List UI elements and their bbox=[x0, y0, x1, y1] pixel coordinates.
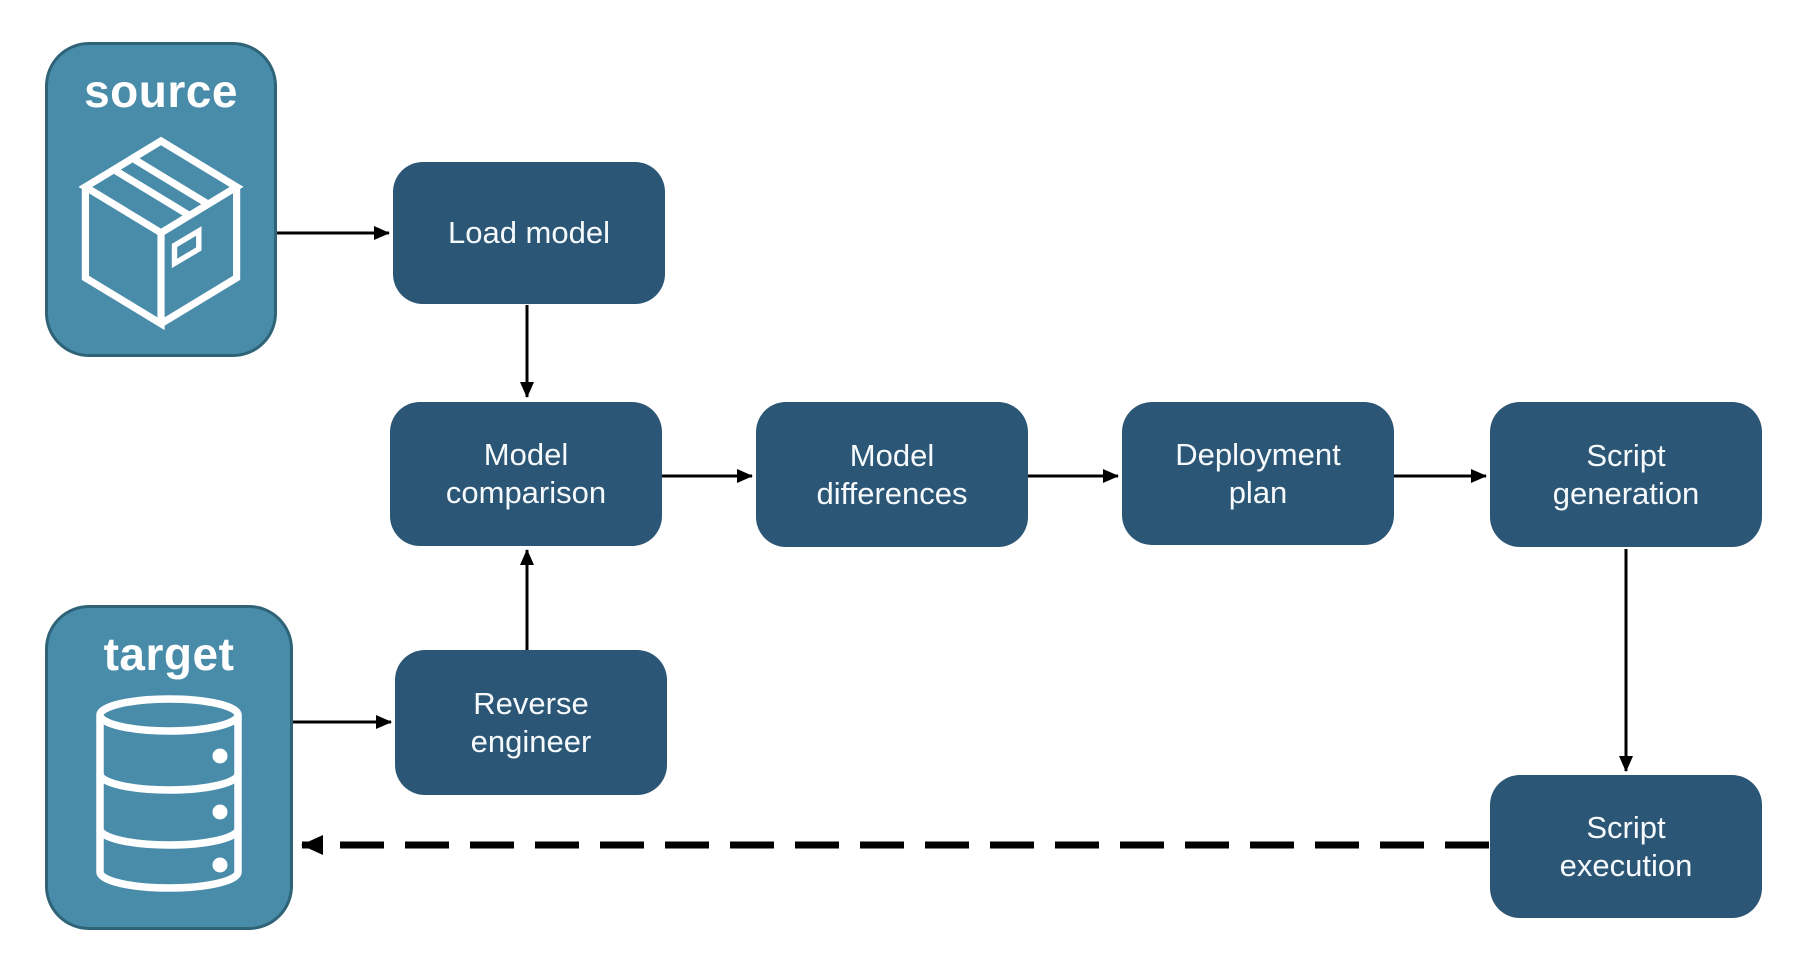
target-label: target bbox=[103, 628, 235, 680]
model-differences-label: Model differences bbox=[816, 437, 968, 511]
node-script-execution: Script execution bbox=[1490, 775, 1762, 918]
node-target: target bbox=[45, 605, 293, 930]
load-model-label: Load model bbox=[447, 215, 610, 250]
script-execution-label: Script execution bbox=[1559, 809, 1693, 883]
deployment-plan-label: Deployment plan bbox=[1175, 436, 1341, 510]
source-label: source bbox=[84, 65, 238, 117]
node-reverse-engineer: Reverse engineer bbox=[395, 650, 667, 795]
node-model-differences: Model differences bbox=[756, 402, 1028, 547]
node-model-comparison: Model comparison bbox=[390, 402, 662, 546]
node-deployment-plan: Deployment plan bbox=[1122, 402, 1394, 545]
node-source: source bbox=[45, 42, 277, 357]
node-load-model: Load model bbox=[393, 162, 665, 304]
model-comparison-label: Model comparison bbox=[445, 437, 607, 510]
package-icon bbox=[71, 131, 251, 336]
script-generation-label: Script generation bbox=[1552, 437, 1700, 511]
node-script-generation: Script generation bbox=[1490, 402, 1762, 547]
reverse-engineer-label: Reverse engineer bbox=[470, 685, 592, 759]
database-icon bbox=[94, 694, 244, 899]
